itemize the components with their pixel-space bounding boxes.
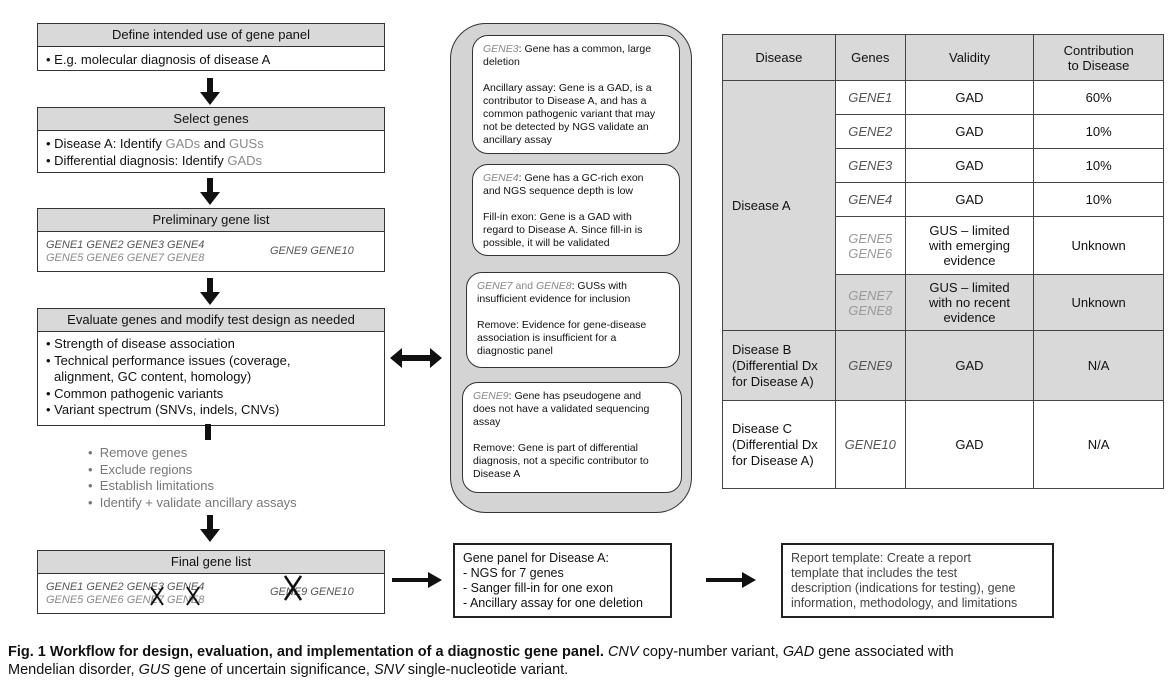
gene-panel-box: Gene panel for Disease A: - NGS for 7 ge… — [453, 543, 672, 618]
validity-cell: GAD — [904, 400, 1035, 489]
gene-cell: GENE3 — [834, 148, 906, 183]
header-validity: Validity — [904, 34, 1035, 81]
double-arrow-icon — [390, 348, 442, 368]
header-disease: Disease — [722, 34, 836, 81]
validity-cell: GAD — [904, 182, 1035, 217]
step-select-genes: Select genes Disease A: Identify GADs an… — [37, 107, 385, 173]
list-item: E.g. molecular diagnosis of disease A — [46, 51, 376, 68]
arrow-down-icon — [200, 178, 220, 205]
gene-list-right: GENE9 GENE10 — [270, 245, 354, 257]
validity-cell: GUS – limited with no recent evidence — [904, 274, 1035, 331]
arrow-right-icon — [706, 572, 756, 588]
list-item: Variant spectrum (SNVs, indels, CNVs) — [46, 402, 376, 419]
step-title: Define intended use of gene panel — [38, 24, 384, 47]
cross-mark-icon — [150, 586, 164, 606]
list-item: • Remove genes — [88, 445, 188, 460]
card-gene7-gene8: GENE7 and GENE8: GUSs with insufficient … — [466, 272, 680, 368]
list-item-continued: alignment, GC content, homology) — [54, 369, 252, 384]
list-item: • Identify + validate ancillary assays — [88, 494, 297, 510]
contribution-cell: 10% — [1033, 182, 1164, 217]
contribution-cell: 10% — [1033, 114, 1164, 149]
gene-cell: GENE9 — [834, 330, 906, 401]
header-contribution: Contribution to Disease — [1033, 34, 1164, 81]
list-item: Strength of disease association — [46, 336, 376, 353]
step-evaluate-genes: Evaluate genes and modify test design as… — [37, 308, 385, 426]
validity-cell: GAD — [904, 330, 1035, 401]
report-text: Report template: Create a report templat… — [791, 551, 1018, 610]
list-item: Common pathogenic variants — [46, 386, 376, 403]
gene-list-right: GENE9 GENE10 — [270, 586, 354, 598]
gene-list-left: GENE1 GENE2 GENE3 GENE4 GENE5 GENE6 GENE… — [46, 239, 205, 264]
arrow-down-icon — [200, 78, 220, 105]
list-item: Differential diagnosis: Identify GADs — [46, 152, 376, 169]
validity-cell: GAD — [904, 148, 1035, 183]
contribution-cell: 10% — [1033, 148, 1164, 183]
list-item: • Establish limitations — [88, 478, 214, 493]
arrow-down-icon — [200, 515, 220, 542]
report-template-box: Report template: Create a report templat… — [781, 543, 1054, 618]
list-item: Disease A: Identify GADs and GUSs — [46, 135, 376, 152]
card-gene3: GENE3: Gene has a common, large deletion… — [472, 35, 680, 154]
contribution-cell: N/A — [1033, 400, 1164, 489]
contribution-cell: Unknown — [1033, 216, 1164, 275]
card-gene9: GENE9: Gene has pseudogene and does not … — [462, 382, 682, 493]
gene-list-left: GENE1 GENE2 GENE3 GENE4 GENE5 GENE6 GENE… — [46, 581, 205, 606]
list-item: Technical performance issues (coverage, — [46, 353, 376, 370]
action-list: • Remove genes • Exclude regions • Estab… — [88, 445, 297, 511]
list-item: - Sanger fill-in for one exon — [463, 581, 614, 595]
step-preliminary-list: Preliminary gene list GENE1 GENE2 GENE3 … — [37, 208, 385, 272]
arrow-down-icon — [200, 278, 220, 305]
cross-mark-icon — [284, 575, 302, 601]
cross-mark-icon — [186, 586, 200, 606]
disease-b-cell: Disease B (Differential Dx for Disease A… — [722, 330, 836, 401]
validity-cell: GAD — [904, 80, 1035, 115]
card-gene4: GENE4: Gene has a GC-rich exon and NGS s… — [472, 164, 680, 256]
step-title: Select genes — [38, 108, 384, 131]
step-define-use: Define intended use of gene panel E.g. m… — [37, 23, 385, 71]
gene-cell: GENE4 — [834, 182, 906, 217]
figure-caption: Fig. 1 Workflow for design, evaluation, … — [8, 644, 954, 678]
gene-cell: GENE1 — [834, 80, 906, 115]
connector-line — [205, 424, 211, 440]
gene-validity-table: Disease Genes Validity Contribution to D… — [722, 34, 1164, 489]
validity-cell: GUS – limited with emerging evidence — [904, 216, 1035, 275]
list-item: • Exclude regions — [88, 461, 193, 477]
caption-title: Fig. 1 Workflow for design, evaluation, … — [8, 644, 604, 660]
step-final-list: Final gene list GENE1 GENE2 GENE3 GENE4 … — [37, 550, 385, 614]
gene-cell: GENE10 — [834, 400, 906, 489]
step-title: Preliminary gene list — [38, 209, 384, 232]
header-genes: Genes — [834, 34, 906, 81]
step-title: Final gene list — [38, 551, 384, 574]
gene-cell: GENE2 — [834, 114, 906, 149]
contribution-cell: N/A — [1033, 330, 1164, 401]
step-title: Evaluate genes and modify test design as… — [38, 309, 384, 332]
contribution-cell: 60% — [1033, 80, 1164, 115]
arrow-right-icon — [392, 572, 442, 588]
validity-cell: GAD — [904, 114, 1035, 149]
list-item: - NGS for 7 genes — [463, 566, 564, 580]
list-item: - Ancillary assay for one deletion — [463, 596, 643, 610]
panel-title: Gene panel for Disease A: — [463, 551, 609, 565]
disease-c-cell: Disease C (Differential Dx for Disease A… — [722, 400, 836, 489]
disease-a-cell: Disease A — [722, 80, 836, 331]
gene-cell: GENE7 GENE8 — [834, 274, 906, 331]
gene-cell: GENE5 GENE6 — [834, 216, 906, 275]
contribution-cell: Unknown — [1033, 274, 1164, 331]
